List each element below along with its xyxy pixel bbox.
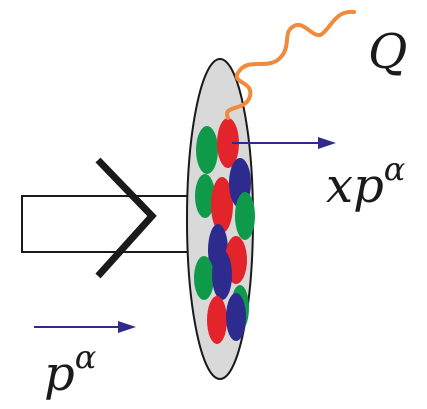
hadron-box	[21, 195, 188, 253]
green-quark	[194, 256, 214, 300]
blue-quark	[226, 293, 246, 341]
red-quark	[211, 177, 233, 233]
blue-quark	[212, 250, 232, 300]
photon-line	[225, 9, 356, 120]
parton-momentum-arrow	[232, 137, 336, 149]
red-quark	[207, 296, 227, 344]
parton-momentum-label: xpα	[326, 150, 405, 214]
hadron-beam	[21, 157, 188, 279]
green-quark	[235, 192, 255, 240]
green-quark	[195, 174, 215, 218]
photon-label: Q	[368, 24, 407, 80]
hadron-momentum-label: pα	[44, 338, 96, 402]
parton-cluster	[194, 118, 255, 344]
green-quark	[196, 126, 218, 174]
red-quark	[217, 118, 239, 168]
hadron-momentum-arrow	[34, 321, 136, 333]
hadron-chevron	[95, 157, 157, 279]
